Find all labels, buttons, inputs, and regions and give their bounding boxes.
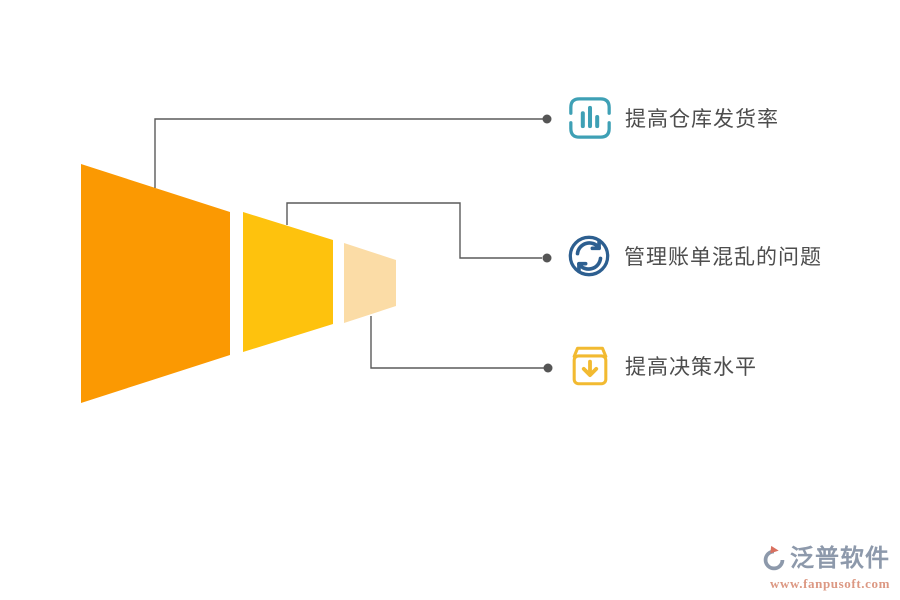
connector-dot-2 <box>542 253 552 263</box>
sync-refresh-icon <box>568 235 610 277</box>
brand-row: 泛普软件 <box>759 544 890 574</box>
callout-1: 提高仓库发货率 <box>567 95 779 141</box>
callout-3: 提高决策水平 <box>567 343 757 389</box>
brand-watermark: 泛普软件 www.fanpusoft.com <box>759 544 890 592</box>
logo-swirl <box>763 549 785 571</box>
brand-url: www.fanpusoft.com <box>770 576 890 591</box>
funnel-segment-2 <box>243 212 333 352</box>
callout-1-label: 提高仓库发货率 <box>625 107 779 131</box>
funnel-segment-3 <box>344 243 396 323</box>
funnel-segment-1 <box>81 164 230 403</box>
callout-3-label: 提高决策水平 <box>625 355 757 379</box>
connector-line-3 <box>370 316 544 369</box>
connector-line-1 <box>154 118 543 188</box>
connector-dot-3 <box>543 363 553 373</box>
connector-dot-1 <box>542 114 552 124</box>
connector-line-2 <box>286 202 542 259</box>
bar-chart-icon <box>569 97 611 139</box>
box-download-icon <box>572 346 608 386</box>
brand-name: 泛普软件 <box>790 546 890 572</box>
fanpu-logo-icon <box>763 545 785 571</box>
callout-2: 管理账单混乱的问题 <box>566 233 822 279</box>
logo-accent <box>770 545 779 554</box>
callout-2-label: 管理账单混乱的问题 <box>624 245 822 269</box>
